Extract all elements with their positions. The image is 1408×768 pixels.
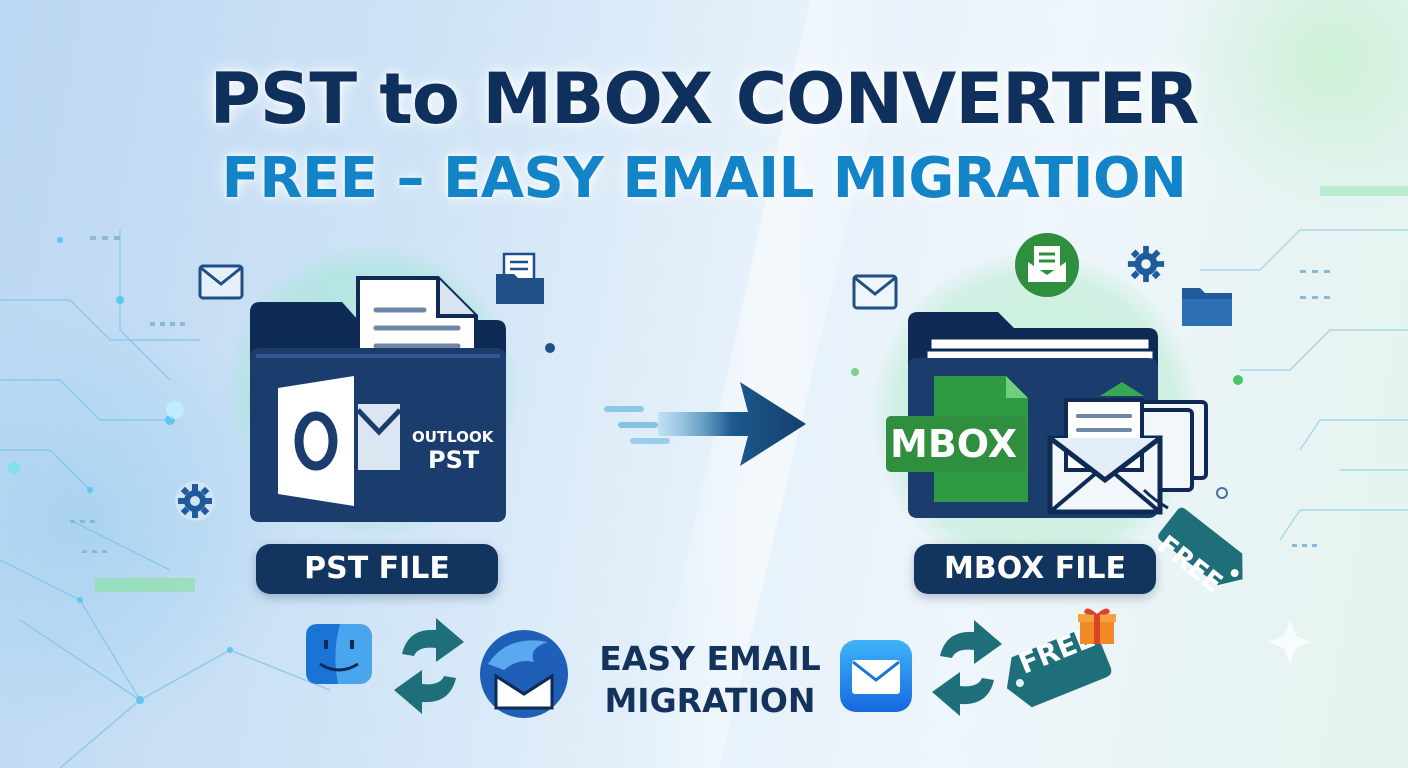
- pst-file-label: PST FILE: [256, 544, 498, 594]
- finder-icon: [306, 624, 372, 684]
- subheadline: FREE – EASY EMAIL MIGRATION: [221, 146, 1187, 211]
- migration-line1: EASY EMAIL: [599, 639, 821, 678]
- free-badge-icon: [1006, 626, 1112, 708]
- outlook-badge-line1: OUTLOOK: [412, 428, 494, 446]
- sync-arrows-icon: [394, 618, 464, 714]
- gear-icon: [1127, 245, 1165, 283]
- outlook-logo-icon: [278, 376, 402, 506]
- gift-icon: [1078, 608, 1116, 644]
- pst-folder-icon: [250, 276, 506, 522]
- mbox-badge-label: MBOX: [890, 422, 1018, 466]
- email-stack-icon: [1047, 382, 1208, 515]
- headline: PST to MBOX CONVERTER: [209, 58, 1200, 140]
- thunderbird-icon: [480, 630, 568, 718]
- mail-circle-icon: [1015, 233, 1079, 297]
- arrow-right-icon: [604, 382, 806, 466]
- folder-icon: [1182, 288, 1232, 326]
- envelope-icon: [852, 274, 898, 310]
- free-tag-icon: [1142, 488, 1243, 586]
- outlook-badge-line2: PST: [428, 446, 480, 474]
- gear-icon: [175, 481, 215, 521]
- folder-icon: [496, 252, 544, 304]
- easy-email-migration-text: EASY EMAIL MIGRATION: [590, 638, 830, 722]
- apple-mail-icon: [840, 640, 912, 712]
- sync-arrows-icon: [932, 620, 1002, 716]
- envelope-icon: [198, 264, 244, 300]
- mbox-file-label: MBOX FILE: [914, 544, 1156, 594]
- migration-line2: MIGRATION: [604, 681, 816, 720]
